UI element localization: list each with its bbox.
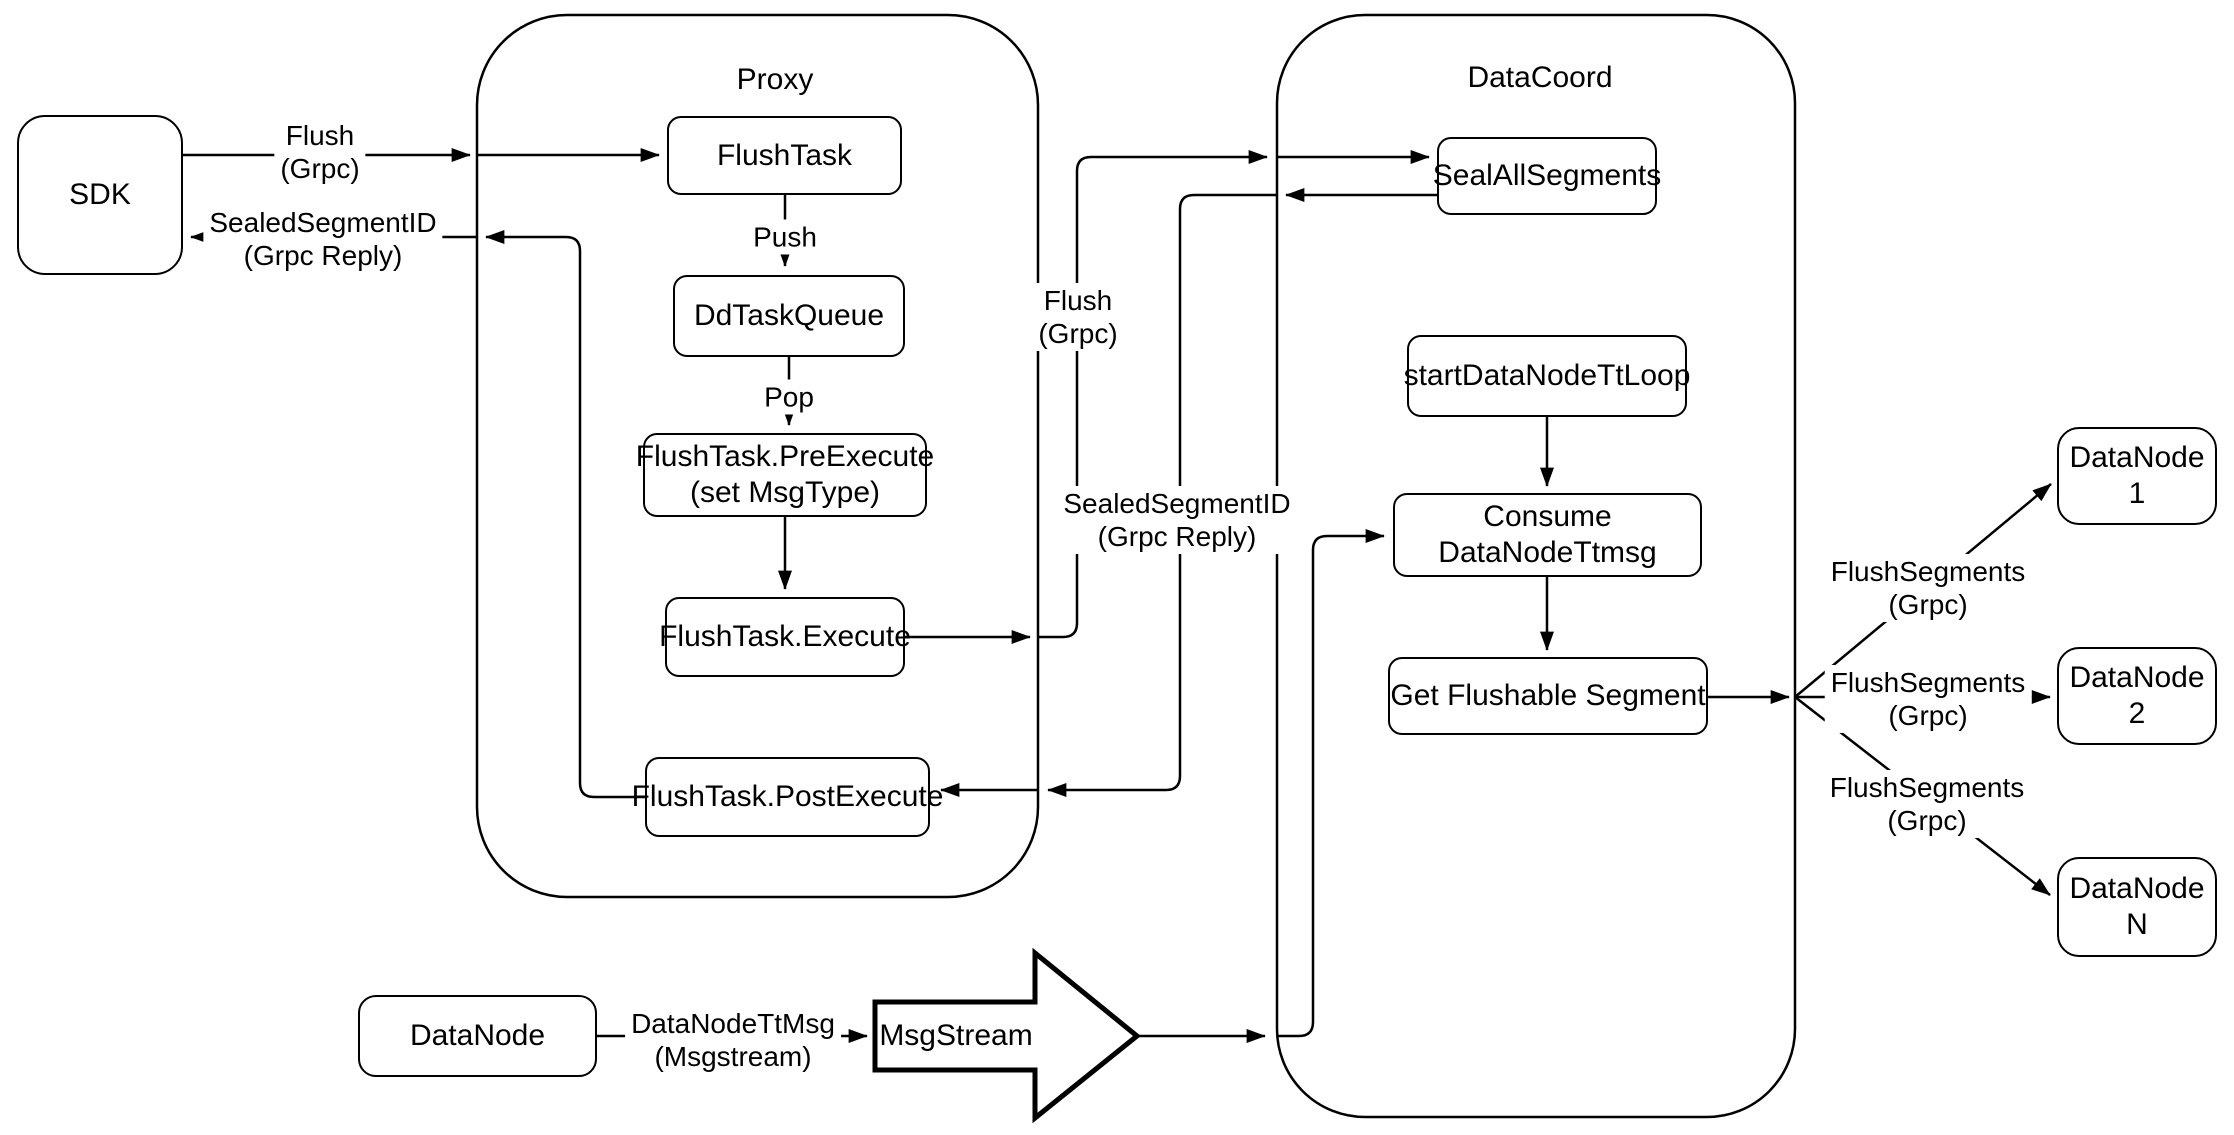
node-flush-task: FlushTask [667,116,902,195]
edge-label-push: Push [747,219,823,255]
msgstream-label: MsgStream [879,1019,1033,1052]
msgstream-arrow-shape [872,947,1141,1124]
edge-label-flush-segments-1: FlushSegments (Grpc) [1824,553,2032,623]
node-get-flushable-segment: Get Flushable Segment [1388,657,1708,735]
edge-label-datanode-ttmsg: DataNodeTtMsg (Msgstream) [625,1005,841,1075]
node-flush-task-pre-execute: FlushTask.PreExecute (set MsgType) [636,433,934,517]
edge-label-flush-grpc-sdk: Flush (Grpc) [274,117,366,187]
node-flush-task-post-execute: FlushTask.PostExecute [632,757,943,837]
node-start-datanode-tt-loop: startDataNodeTtLoop [1404,335,1690,417]
node-datanode: DataNode [358,995,597,1077]
edge-label-pop: Pop [758,379,820,415]
node-datanode-2: DataNode 2 [2057,647,2217,745]
edge-datacoord-to-consume [1277,529,1385,1038]
edge-proxy-to-datacoord-flush [1038,150,1268,639]
edge-label-flush-segments-2: FlushSegments (Grpc) [1824,664,2032,734]
edge-label-sealed-reply-datacoord: SealedSegmentID (Grpc Reply) [1057,485,1297,555]
datacoord-container-title: DataCoord [1459,61,1621,95]
edge-label-flush-segments-n: FlushSegments (Grpc) [1823,769,2031,839]
proxy-container-title: Proxy [728,63,822,97]
node-sdk: SDK [17,115,183,275]
node-flush-task-execute: FlushTask.Execute [659,597,911,677]
node-seal-all-segments: SealAllSegments [1433,137,1661,215]
edge-label-flush-grpc-datacoord: Flush (Grpc) [1032,282,1124,352]
node-consume-datanode-ttmsg: Consume DataNodeTtmsg [1393,493,1702,577]
node-datanode-n: DataNode N [2057,857,2217,957]
edge-postexecute-to-proxy-edge [485,230,645,799]
node-datanode-1: DataNode 1 [2057,427,2217,525]
edge-label-sealed-reply-sdk: SealedSegmentID (Grpc Reply) [203,204,443,274]
node-dd-task-queue: DdTaskQueue [673,275,905,357]
